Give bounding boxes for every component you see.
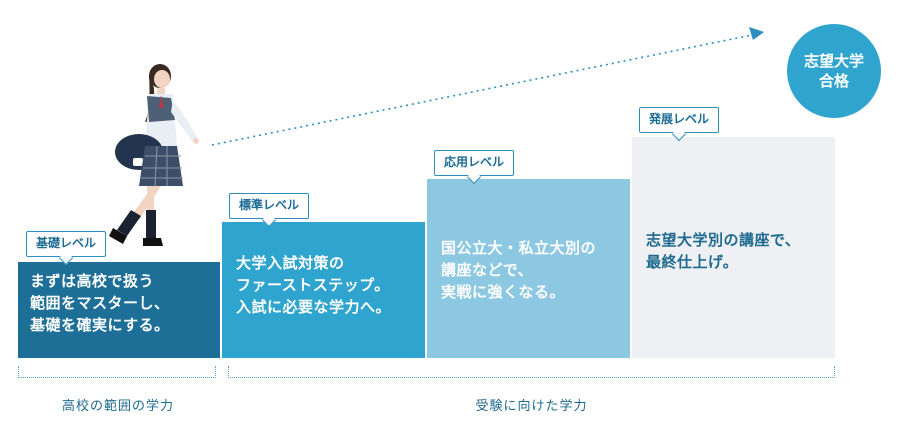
badge-basic: 基礎レベル <box>26 231 107 257</box>
step-applied-text: 国公立大・私立大別の 講座などで、 実戦に強くなる。 <box>441 239 597 301</box>
step-basic-text: まずは高校で扱う 範囲をマスターし、 基礎を確実にする。 <box>30 272 170 334</box>
goal-circle: 志望大学 合格 <box>787 24 881 118</box>
student-illustration <box>109 64 199 246</box>
step-standard-text: 大学入試対策の ファーストステップ。 入試に必要な学力へ。 <box>236 254 392 316</box>
step-standard: 大学入試対策の ファーストステップ。 入試に必要な学力へ。 <box>222 222 425 358</box>
high-school-scope-label: 高校の範囲の学力 <box>61 399 174 414</box>
high-school-bracket <box>18 366 216 378</box>
badge-standard: 標準レベル <box>229 193 310 219</box>
badge-advanced: 発展レベル <box>639 107 720 133</box>
step-advanced: 志望大学別の講座で、 最終仕上げ。 <box>632 137 835 358</box>
step-advanced-text: 志望大学別の講座で、 最終仕上げ。 <box>646 231 801 271</box>
entrance-exam-bracket <box>228 366 835 378</box>
entrance-exam-scope-label: 受験に向けた学力 <box>475 399 588 414</box>
step-basic: まずは高校で扱う 範囲をマスターし、 基礎を確実にする。 <box>18 262 220 358</box>
goal-label: 志望大学 合格 <box>803 52 864 90</box>
step-applied: 国公立大・私立大別の 講座などで、 実戦に強くなる。 <box>427 179 630 358</box>
badge-applied: 応用レベル <box>434 150 515 176</box>
